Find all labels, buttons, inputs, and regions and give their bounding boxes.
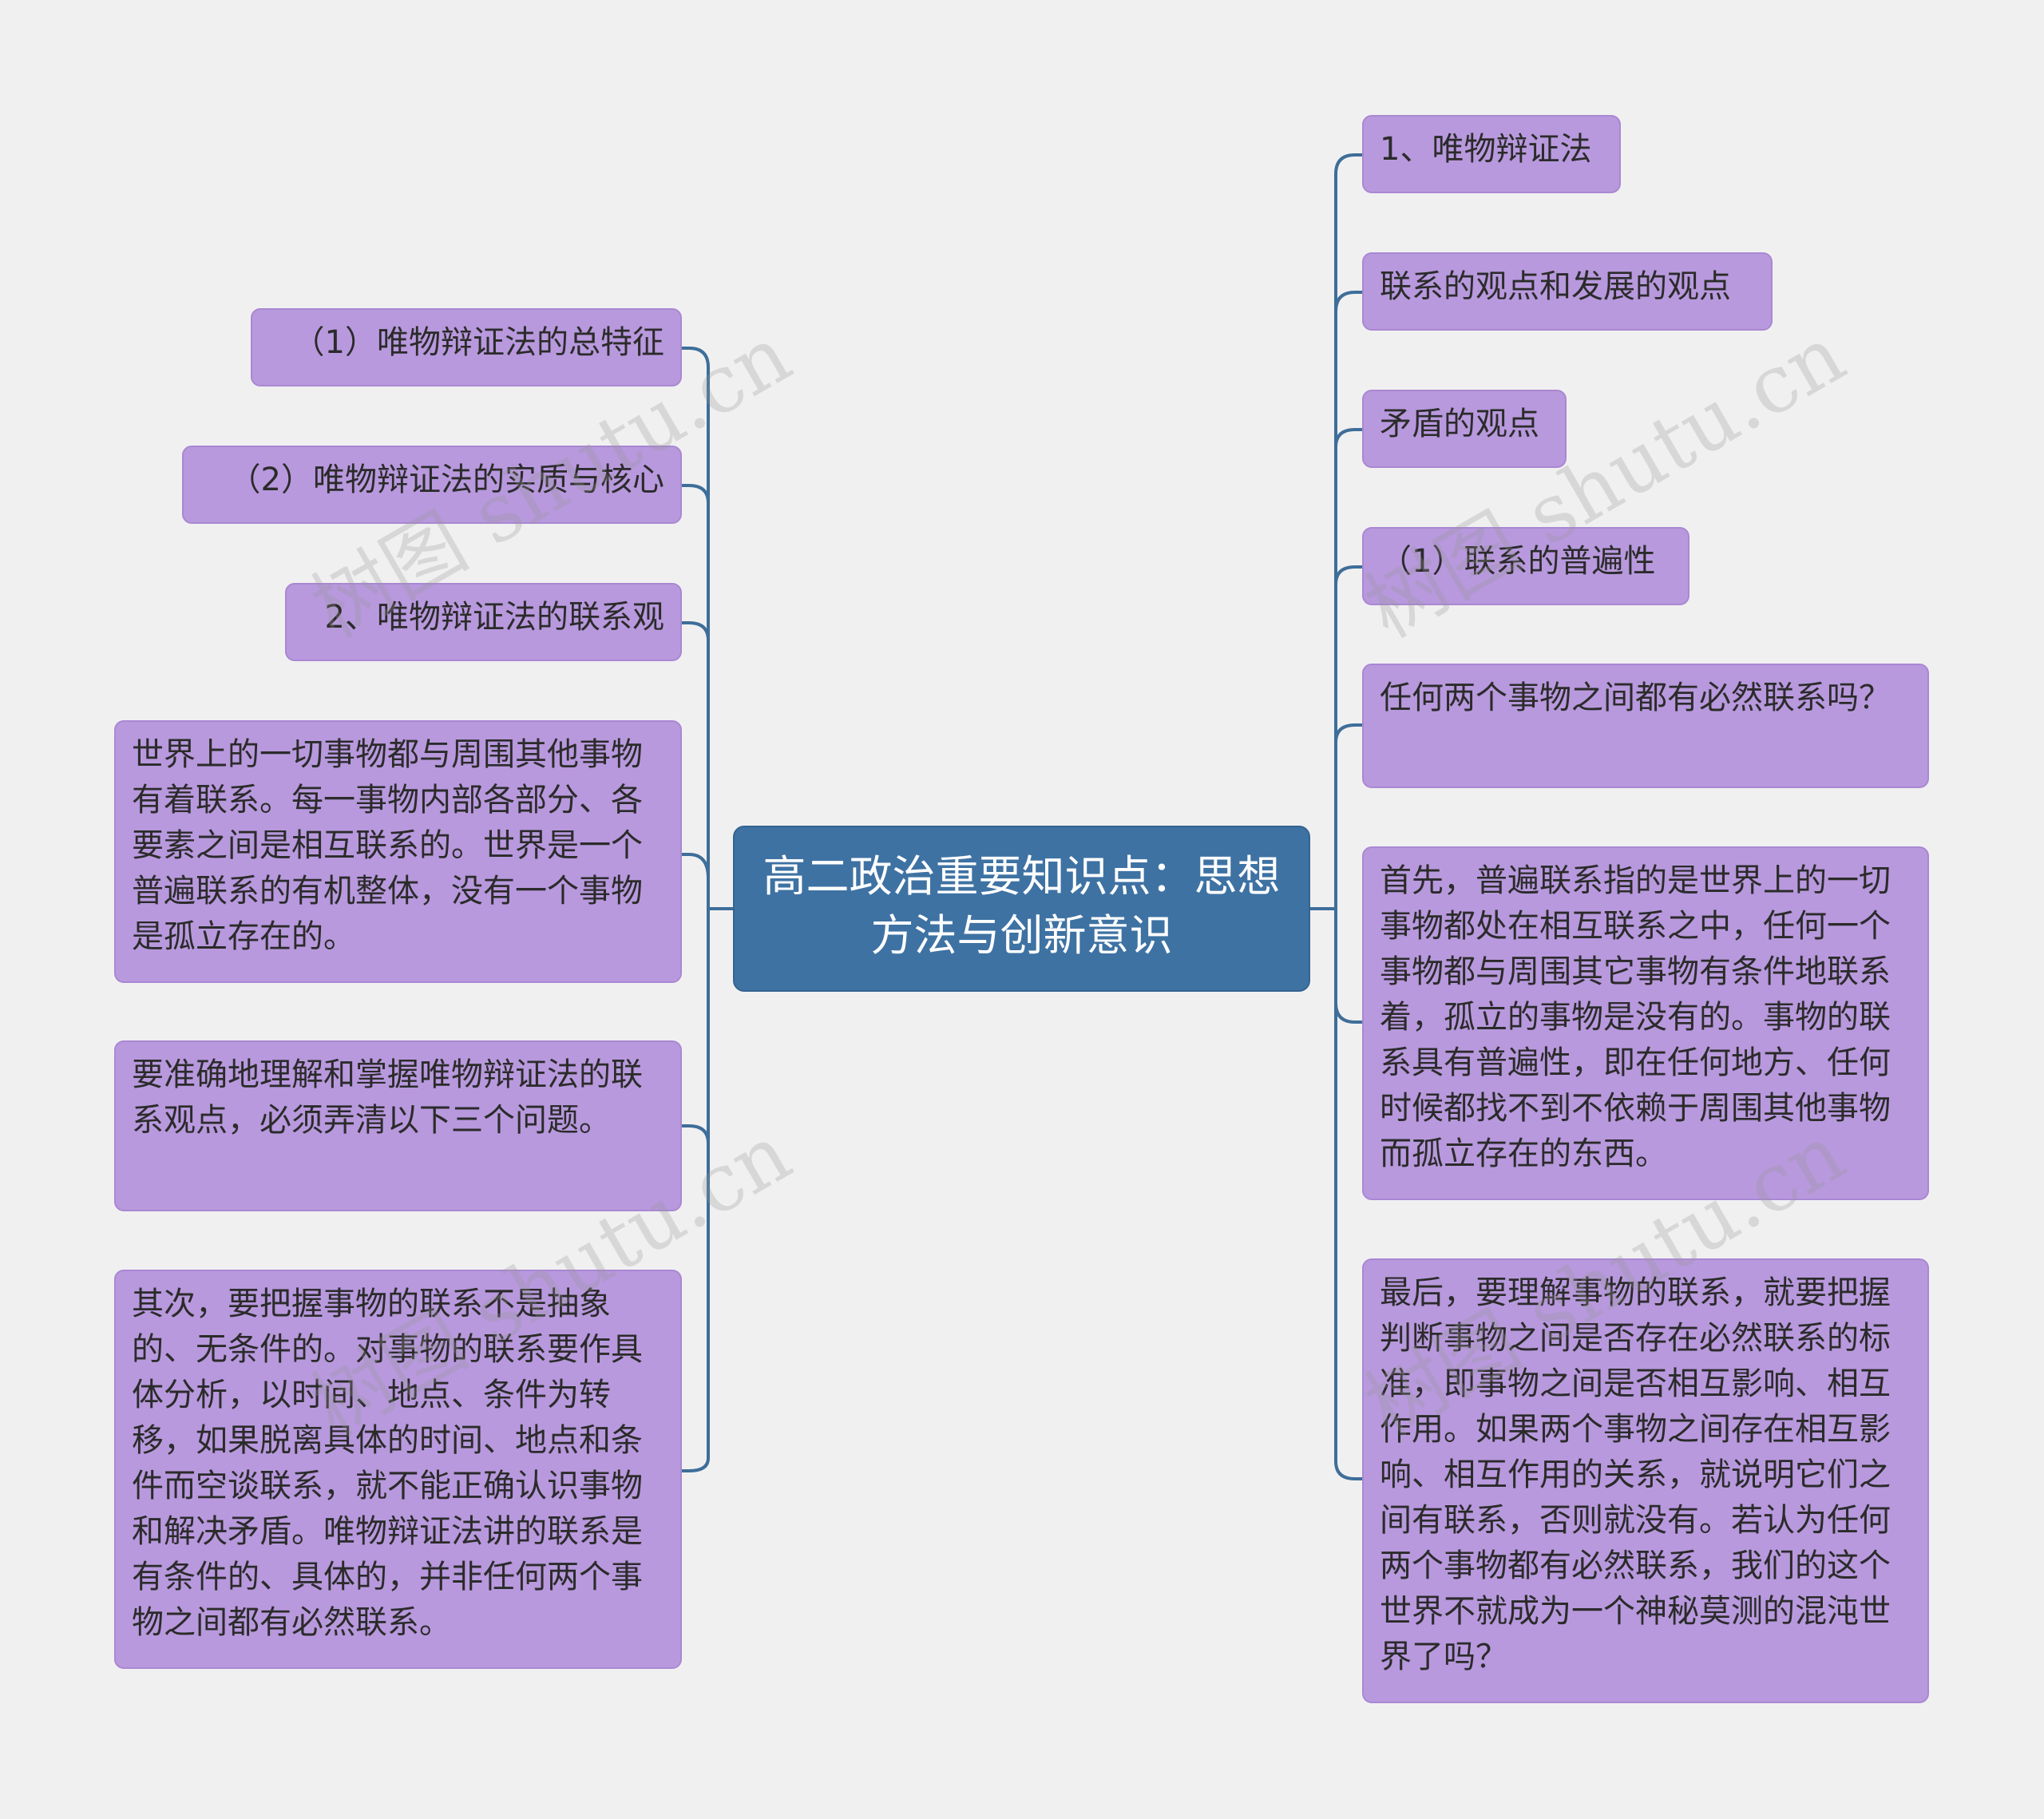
left-node-2[interactable]: （2）唯物辩证法的实质与核心 [182, 446, 682, 524]
right-node-4[interactable]: （1）联系的普遍性 [1362, 527, 1689, 605]
right-node-1[interactable]: 1、唯物辩证法 [1362, 115, 1621, 193]
left-node-4[interactable]: 世界上的一切事物都与周围其他事物有着联系。每一事物内部各部分、各要素之间是相互联… [114, 720, 682, 983]
connector-left-5 [680, 1124, 710, 1145]
connector-left-4 [680, 853, 710, 880]
central-topic[interactable]: 高二政治重要知识点：思想方法与创新意识 [733, 826, 1310, 992]
left-node-3[interactable]: 2、唯物辩证法的联系观 [285, 583, 682, 661]
right-node-2[interactable]: 联系的观点和发展的观点 [1362, 252, 1773, 331]
connector-right-7 [1334, 1460, 1364, 1480]
connector-right-5 [1334, 723, 1364, 744]
connector-left-3 [680, 621, 710, 642]
connector-right-1 [1334, 153, 1364, 176]
connector-right-3 [1334, 428, 1364, 449]
right-node-3[interactable]: 矛盾的观点 [1362, 390, 1567, 468]
left-node-1[interactable]: （1）唯物辩证法的总特征 [251, 308, 682, 386]
right-node-6[interactable]: 首先，普遍联系指的是世界上的一切事物都处在相互联系之中，任何一个事物都与周围其它… [1362, 846, 1929, 1200]
connector-left-2 [680, 484, 710, 505]
connector-right-2 [1334, 291, 1364, 313]
connector-left-6 [680, 1456, 710, 1472]
connector-right-4 [1334, 565, 1364, 586]
left-node-6[interactable]: 其次，要把握事物的联系不是抽象的、无条件的。对事物的联系要作具体分析，以时间、地… [114, 1270, 682, 1669]
connector-left-1 [680, 347, 710, 369]
right-node-5[interactable]: 任何两个事物之间都有必然联系吗？ [1362, 664, 1929, 788]
connector-right-6 [1334, 1001, 1364, 1024]
right-node-7[interactable]: 最后，要理解事物的联系，就要把握判断事物之间是否存在必然联系的标准，即事物之间是… [1362, 1258, 1929, 1703]
left-node-5[interactable]: 要准确地理解和掌握唯物辩证法的联系观点，必须弄清以下三个问题。 [114, 1040, 682, 1211]
